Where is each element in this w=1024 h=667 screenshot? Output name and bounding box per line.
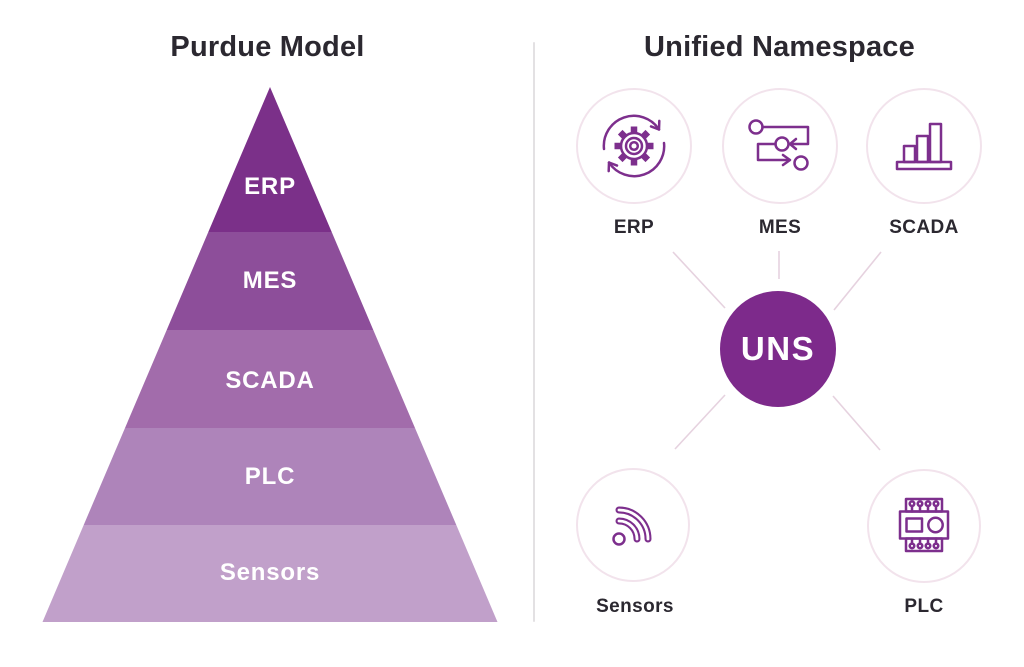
node-circle-erp <box>576 88 692 204</box>
node-circle-plc <box>867 469 981 583</box>
node-label-mes: MES <box>759 217 801 238</box>
purdue-model-title: Purdue Model <box>170 31 365 63</box>
unified-namespace-diagram: ERP MES SCADA UNS <box>576 88 982 617</box>
connector-sensors <box>674 394 726 450</box>
connector-erp <box>672 251 726 309</box>
node-circle-mes <box>722 88 838 204</box>
unified-namespace-title: Unified Namespace <box>644 31 915 63</box>
pyramid-layer-plc <box>83 428 457 525</box>
pyramid-layer-erp <box>208 87 332 232</box>
workflow-icon <box>748 119 810 171</box>
pyramid-layer-scada <box>125 330 415 428</box>
hub-connectors <box>672 251 882 451</box>
pyramid-label-mes: MES <box>243 267 297 294</box>
node-label-sensors: Sensors <box>596 596 674 617</box>
uns-hub-circle <box>720 291 836 407</box>
plc-device-icon <box>898 497 950 553</box>
purdue-pyramid: ERP MES SCADA PLC Sensors <box>42 87 498 622</box>
uns-hub-label: UNS <box>741 330 815 367</box>
panel-divider <box>533 42 535 622</box>
pyramid-label-scada: SCADA <box>225 367 314 394</box>
pyramid-layer-sensors <box>42 525 498 622</box>
node-circle-scada <box>866 88 982 204</box>
pyramid-label-plc: PLC <box>245 463 295 490</box>
node-label-scada: SCADA <box>889 217 959 238</box>
connector-scada <box>833 251 882 311</box>
node-label-erp: ERP <box>614 217 654 238</box>
pyramid-label-sensors: Sensors <box>220 559 320 586</box>
bar-chart-icon <box>895 122 953 171</box>
pyramid-label-erp: ERP <box>244 173 296 200</box>
gear-cycle-icon <box>602 114 666 178</box>
pyramid-layer-mes <box>166 232 374 330</box>
node-label-plc: PLC <box>904 596 943 617</box>
wifi-signal-icon <box>612 506 652 546</box>
connector-plc <box>832 395 881 451</box>
